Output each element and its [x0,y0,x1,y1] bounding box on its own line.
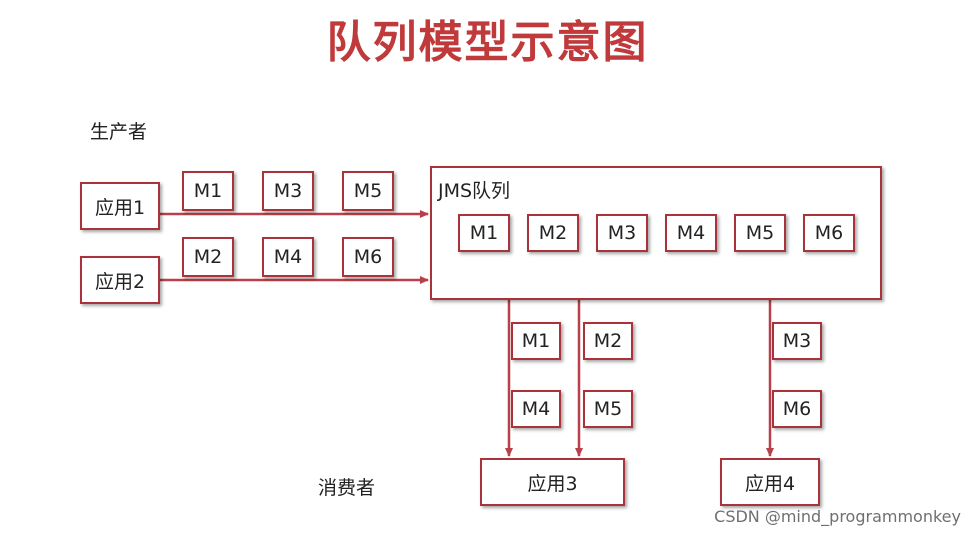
message-box: M1 [511,322,561,360]
producer-label: 生产者 [90,121,148,143]
message-box: M6 [342,237,394,277]
app4-box: 应用4 [720,458,820,506]
queue-message: M6 [803,214,855,252]
message-box: M4 [262,237,314,277]
queue-message: M3 [596,214,648,252]
message-box: M5 [342,171,394,211]
message-box: M3 [772,322,822,360]
message-box: M6 [772,390,822,428]
message-box: M1 [182,171,234,211]
diagram-title: 队列模型示意图 [326,17,649,68]
message-box: M4 [511,390,561,428]
watermark: CSDN @mind_programmonkey [714,507,961,526]
app1-box: 应用1 [80,182,160,230]
message-box: M3 [262,171,314,211]
queue-message: M5 [734,214,786,252]
message-box: M5 [583,390,633,428]
message-box: M2 [182,237,234,277]
consumer-label: 消费者 [318,477,376,499]
queue-message: M4 [665,214,717,252]
app2-box: 应用2 [80,256,160,304]
queue-message: M1 [458,214,510,252]
queue-message: M2 [527,214,579,252]
queue-label: JMS队列 [438,180,511,202]
app3-box: 应用3 [480,458,625,506]
message-box: M2 [583,322,633,360]
